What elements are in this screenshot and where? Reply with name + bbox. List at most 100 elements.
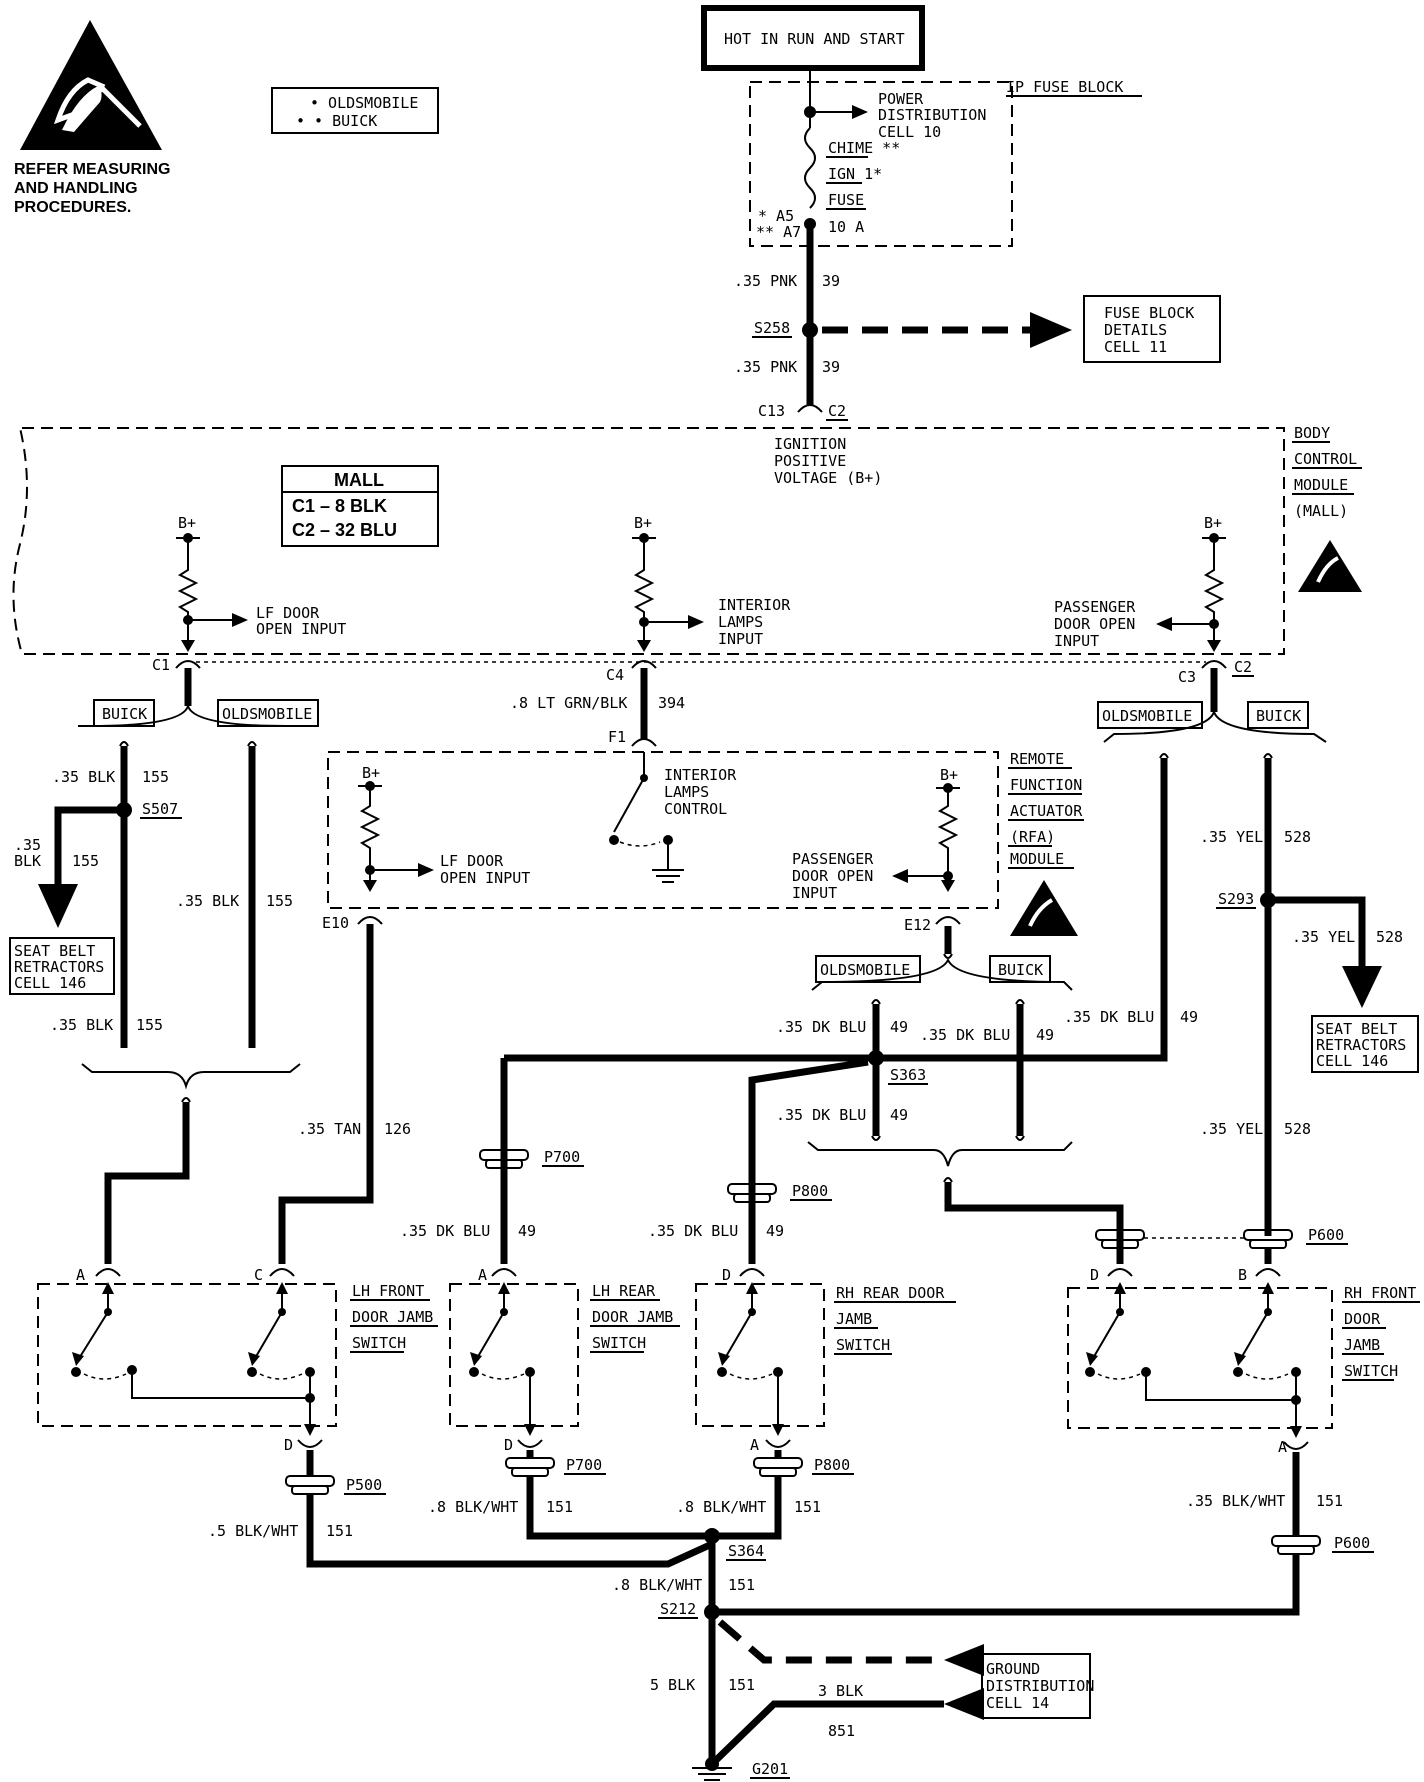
wire-pnk-1: .35 PNK <box>734 272 797 290</box>
lf-door-input-1: LF DOOR <box>256 604 320 622</box>
fuse-symbol-icon <box>804 127 816 209</box>
circuit-151-a: 151 <box>326 1522 353 1540</box>
circuit-528-1: 528 <box>1284 828 1311 846</box>
conn-p600-bottom <box>1271 1535 1321 1555</box>
conn-c13-icon <box>797 404 823 413</box>
fuse-details-1: FUSE BLOCK <box>1104 304 1194 322</box>
rh-front-switch-box <box>1067 1287 1333 1429</box>
wire-blkwht-5: .5 BLK/WHT <box>208 1522 298 1540</box>
esd-note-line-3: PROCEDURES. <box>14 199 131 216</box>
lamp-switch-icon <box>613 777 645 833</box>
seat-belt-arrow-left <box>38 884 78 928</box>
seat-belt-left-3: CELL 146 <box>14 974 86 992</box>
esd-note-line-2: AND HANDLING <box>14 180 138 197</box>
circuit-528-2: 528 <box>1376 928 1403 946</box>
conn-c2-bcm: C2 <box>1234 658 1252 676</box>
rfa-esd-icon <box>1010 880 1078 936</box>
bcm-esd-icon <box>1298 540 1362 592</box>
rh-rear-pin-a: A <box>750 1436 759 1454</box>
circuit-49-2: 49 <box>1036 1026 1054 1044</box>
wire-151-rh-rear <box>712 1476 782 1540</box>
circuit-49-3: 49 <box>890 1106 908 1124</box>
wire-blkwht-8-a: .8 BLK/WHT <box>428 1498 518 1516</box>
conn-p700-bottom <box>505 1457 555 1477</box>
conn-p700-top-label: P700 <box>544 1148 580 1166</box>
circuit-39-a: 39 <box>822 272 840 290</box>
seat-belt-right-2: RETRACTORS <box>1316 1036 1406 1054</box>
conn-c2-top: C2 <box>828 402 846 420</box>
rh-rear-3: SWITCH <box>836 1336 890 1354</box>
lamp-control-3: CONTROL <box>664 800 727 818</box>
wire-dkblu-5: .35 DK BLU <box>400 1222 490 1240</box>
circuit-394: 394 <box>658 694 685 712</box>
conn-p600-bottom-label: P600 <box>1334 1534 1370 1552</box>
bcm-2: CONTROL <box>1294 450 1357 468</box>
ground-g201: G201 <box>752 1760 788 1778</box>
conn-c13: C13 <box>758 402 785 420</box>
wire-blk-side-2: BLK <box>14 852 41 870</box>
rh-rear-2: JAMB <box>836 1310 872 1328</box>
wire-blkwht-8-c: .8 BLK/WHT <box>612 1576 702 1594</box>
circuit-155-a: 155 <box>142 768 169 786</box>
lamp-control-2: LAMPS <box>664 783 709 801</box>
circuit-151-f: 151 <box>728 1676 755 1694</box>
wire-dkblu-2: .35 DK BLU <box>920 1026 1010 1044</box>
ip-fuse-block-box <box>749 81 1013 247</box>
conn-p700-top <box>479 1149 529 1169</box>
rh-rear-1: RH REAR DOOR <box>836 1284 945 1302</box>
lh-front-pin-d: D <box>284 1436 293 1454</box>
splice-s364: S364 <box>728 1542 764 1560</box>
circuit-49-5: 49 <box>518 1222 536 1240</box>
conn-f1: F1 <box>608 728 626 746</box>
circuit-126: 126 <box>384 1120 411 1138</box>
wire-blk-side-1: .35 <box>14 836 41 854</box>
conn-p800-top <box>727 1183 777 1203</box>
rfa-pass-input-2: DOOR OPEN <box>792 867 873 885</box>
legend-box <box>271 87 439 134</box>
lh-front-3: SWITCH <box>352 1334 406 1352</box>
rfa-4: (RFA) <box>1010 828 1055 846</box>
lf-door-input-2: OPEN INPUT <box>256 620 346 638</box>
bcm-4: (MALL) <box>1294 502 1348 520</box>
lh-rear-pin-d: D <box>504 1436 513 1454</box>
conn-p800-bottom-label: P800 <box>814 1456 850 1474</box>
lh-front-switch-box <box>37 1283 337 1427</box>
wire-851 <box>709 1700 944 1767</box>
rfa-2: FUNCTION <box>1010 776 1082 794</box>
power-dist-3: CELL 10 <box>878 123 941 141</box>
lh-front-1: LH FRONT <box>352 1282 424 1300</box>
buick-center: BUICK <box>998 961 1043 979</box>
ign-1: IGNITION <box>774 435 846 453</box>
rfa-lf-input-1: LF DOOR <box>440 852 504 870</box>
rfa-resistor-left-icon <box>359 786 381 880</box>
resistor-right-icon <box>1203 538 1225 640</box>
pass-door-input-1: PASSENGER <box>1054 598 1136 616</box>
circuit-151-e: 151 <box>1316 1492 1343 1510</box>
fuse-cavity-a7: ** A7 <box>756 223 801 241</box>
option-merge-left <box>81 1063 301 1090</box>
wire-dkblu-4: .35 DK BLU <box>1064 1008 1154 1026</box>
wire-5blk: 5 BLK <box>650 1676 695 1694</box>
seat-belt-right-1: SEAT BELT <box>1316 1020 1397 1038</box>
circuit-851: 851 <box>828 1722 855 1740</box>
wire-tan: .35 TAN <box>298 1120 361 1138</box>
conn-c4: C4 <box>606 666 624 684</box>
bcm-box <box>12 427 1285 655</box>
circuit-49-1: 49 <box>890 1018 908 1036</box>
wire-blk-155-c: .35 BLK <box>176 892 239 910</box>
wire-151-lh-front <box>306 1494 714 1568</box>
lh-rear-3: SWITCH <box>592 1334 646 1352</box>
bplus-left: B+ <box>178 514 196 532</box>
wire-126 <box>278 924 374 1264</box>
conn-p600-top-label: P600 <box>1308 1226 1344 1244</box>
power-dist-2: DISTRIBUTION <box>878 106 986 124</box>
wire-dkblu-3: .35 DK BLU <box>776 1106 866 1124</box>
wire-blkwht-35: .35 BLK/WHT <box>1186 1492 1285 1510</box>
lh-front-2: DOOR JAMB <box>352 1308 433 1326</box>
rfa-pass-input-1: PASSENGER <box>792 850 874 868</box>
circuit-155-b: 155 <box>136 1016 163 1034</box>
rh-rear-switch-box <box>695 1283 825 1427</box>
option-merge-center <box>807 1141 1073 1167</box>
option-split-center <box>811 957 1073 991</box>
wire-yel-1: .35 YEL <box>1200 828 1263 846</box>
